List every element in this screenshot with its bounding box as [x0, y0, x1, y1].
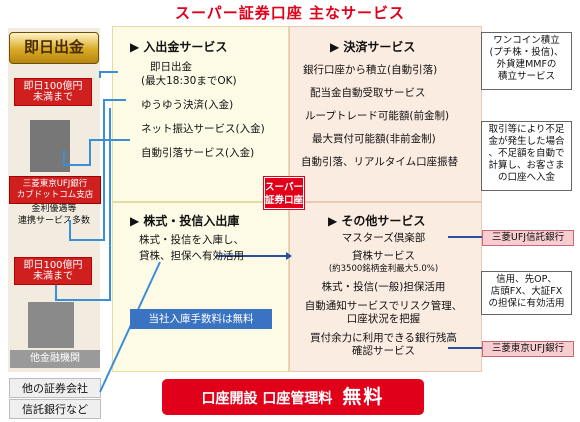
- free-banner-label: 口座開設 口座管理料: [201, 391, 333, 407]
- note1-line3: 積立サービス: [497, 71, 555, 82]
- other-item-0: マスターズ倶楽部: [341, 232, 426, 244]
- settlement-item-1: 配当金自動受取サービス: [310, 87, 426, 99]
- arrow-head-other: [286, 252, 292, 260]
- other-item-4: 自動通知サービスでリスク管理、: [304, 300, 463, 312]
- note1-line1: (プチ株・投信)、: [489, 47, 564, 58]
- note2-line2: 、不足額を自動で: [488, 148, 565, 159]
- settlement-item-4: 自動引落、リアルタイム口座振替: [301, 156, 459, 168]
- other-item-6: 買付余力に利用できる銀行残高: [310, 332, 457, 344]
- other-item-3: 株式・投信(一般)担保活用: [321, 281, 446, 293]
- limit-tag-1-line1: 即日100億円: [23, 81, 83, 92]
- limit-tag-2-line2: 未満まで: [33, 271, 73, 282]
- mufg-bank-label: 三菱東京UFJ銀行 カブドットコム支店: [9, 176, 101, 204]
- note2-line0: 取引等により不足: [488, 124, 565, 135]
- deposit-item-2: ゆうゆう決済(入金): [141, 99, 234, 111]
- securities-title-text: 株式・投信入出庫: [143, 214, 240, 228]
- other-title: ▶ その他サービス: [328, 214, 426, 228]
- note3-line2: の担保に有効活用: [488, 298, 565, 309]
- super-account-line2: 証券口座: [265, 195, 304, 206]
- partner-trust-bank: 三菱UFJ信託銀行: [482, 230, 574, 246]
- arrow-deposit-4: [55, 108, 111, 301]
- other-item-7: 確認サービス: [352, 345, 415, 357]
- settlement-item-2: ループトレード可能額(前金制): [305, 110, 450, 122]
- note2-line1: 金が発生した場合: [488, 136, 565, 147]
- super-account-line1: スーパー: [265, 182, 303, 193]
- page-title: スーパー証券口座 主なサービス: [174, 4, 406, 22]
- deposit-item-0: 即日出金: [150, 61, 192, 73]
- deposit-item-1: (最大18:30までOK): [141, 75, 237, 87]
- free-banner-value: 無料: [342, 386, 385, 408]
- free-banner: 口座開設 口座管理料無料: [162, 379, 424, 415]
- limit-tag-1-line2: 未満まで: [33, 92, 73, 103]
- mufg-bank-line2: カブドットコム支店: [16, 190, 94, 200]
- deposit-title-text: 入出金サービス: [143, 40, 228, 54]
- note3-line0: 信用、先OP、: [496, 274, 557, 285]
- limit-tag-2-line1: 即日100億円: [23, 260, 83, 271]
- deposit-title: ▶ 入出金サービス: [130, 40, 228, 54]
- note-accumulation: ワンコイン積立 (プチ株・投信)、 外貨建MMFの 積立サービス: [481, 32, 572, 90]
- settlement-title-text: 決済サービス: [343, 40, 416, 54]
- other-bank-label: 他金融機関: [10, 350, 100, 368]
- settlement-title: ▶ 決済サービス: [330, 40, 416, 54]
- note1-line0: ワンコイン積立: [493, 35, 560, 46]
- note1-line2: 外貨建MMFの: [496, 59, 557, 70]
- securities-panel: [112, 202, 289, 372]
- super-account-badge: スーパー 証券口座: [264, 177, 304, 209]
- other-item-1: 貸株サービス: [352, 250, 415, 262]
- bank-note-line1: 金利優遇等: [31, 204, 77, 214]
- settlement-item-3: 最大買付可能額(非前金制): [312, 133, 436, 145]
- fee-note: 当社入庫手数料は無料: [130, 309, 272, 329]
- bank-note: 金利優遇等 連携サービス多数: [8, 203, 100, 227]
- settlement-panel: [289, 26, 482, 202]
- arrow-deposit-2: [63, 139, 130, 166]
- bank-note-line2: 連携サービス多数: [17, 216, 90, 226]
- other-securities-label: 他の証券会社: [9, 378, 101, 398]
- other-title-text: その他サービス: [341, 214, 426, 228]
- other-item-2: (約3500銘柄金利最大5.0%): [328, 264, 439, 274]
- settlement-item-0: 銀行口座から積立(自動引落): [303, 64, 438, 76]
- same-day-withdrawal-badge: 即日出金: [9, 32, 99, 64]
- note3-line1: 店頭FX、大証FX: [490, 286, 563, 297]
- arrow-deposit-3: [69, 99, 126, 241]
- securities-item-1: 貸株、担保へ有効活用: [139, 250, 244, 262]
- deposit-item-4: 自動引落サービス(入金): [141, 147, 255, 159]
- note-shortfall: 取引等により不足 金が発生した場合 、不足額を自動で 計算し、お客さま の口座へ…: [481, 121, 572, 191]
- note2-line4: の口座へ入金: [497, 172, 555, 183]
- securities-item-0: 株式・投信を入庫し、: [139, 234, 244, 246]
- trust-bank-label: 信託銀行など: [9, 399, 101, 419]
- arrow-deposit-1: [99, 71, 118, 78]
- partner-mufg-bank: 三菱東京UFJ銀行: [482, 341, 574, 357]
- securities-title: ▶ 株式・投信入出庫: [130, 214, 240, 228]
- mufg-bank-line1: 三菱東京UFJ銀行: [22, 179, 88, 189]
- limit-tag-2: 即日100億円 未満まで: [14, 257, 92, 285]
- other-bank-building-icon: [28, 302, 74, 348]
- note-collateral: 信用、先OP、 店頭FX、大証FX の担保に有効活用: [481, 271, 572, 315]
- other-item-5: 口座状況を把握: [346, 313, 421, 325]
- note2-line3: 計算し、お客さま: [488, 160, 565, 171]
- deposit-item-3: ネット振込サービス(入金): [141, 123, 265, 135]
- limit-tag-1: 即日100億円 未満まで: [14, 78, 92, 106]
- deposit-panel: [112, 26, 289, 202]
